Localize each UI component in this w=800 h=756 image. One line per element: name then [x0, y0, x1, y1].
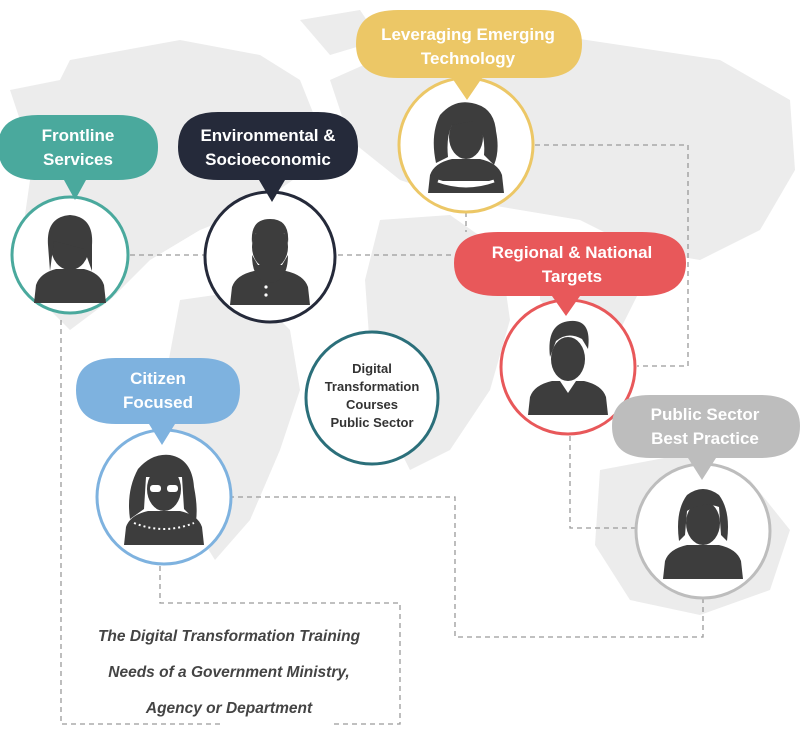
speech-bubble	[454, 232, 686, 316]
male-avatar-long-hair-icon	[34, 215, 106, 303]
bubble-label-line-2: Technology	[421, 49, 516, 68]
connector-regional-public	[569, 436, 636, 529]
persona-leveraging-emerging-technology: Leveraging Emerging Technology	[356, 10, 582, 214]
caption-line-1: The Digital Transformation Training	[98, 628, 361, 645]
bubble-label-line-1: Regional & National	[492, 243, 653, 262]
bubble-label-line-1: Environmental &	[200, 126, 335, 145]
bearded-man-avatar-icon	[230, 219, 310, 305]
center-topic-ring	[304, 330, 440, 466]
speech-bubble	[356, 10, 582, 100]
woman-glasses-avatar-icon	[124, 454, 204, 545]
center-topic-line-1: Digital	[352, 361, 392, 376]
center-topic-line-3: Courses	[346, 397, 398, 412]
bubble-label-line-1: Frontline	[42, 126, 115, 145]
connector-technology-right	[535, 144, 689, 367]
center-topic-line-2: Transformation	[325, 379, 420, 394]
bubble-label-line-1: Leveraging Emerging	[381, 25, 555, 44]
persona-regional-national-targets: Regional & National Targets	[454, 232, 686, 436]
center-topic: Digital Transformation Courses Public Se…	[304, 330, 440, 466]
quiff-man-avatar-icon	[528, 320, 608, 415]
bubble-label-line-1: Citizen	[130, 369, 186, 388]
woman-bob-avatar-icon	[663, 489, 743, 579]
persona-public-sector-best-practice: Public Sector Best Practice	[612, 395, 800, 600]
speech-bubble	[0, 115, 158, 200]
persona-environmental-socioeconomic: Environmental & Socioeconomic	[178, 112, 358, 324]
curly-hair-woman-avatar-icon	[428, 102, 504, 193]
persona-citizen-focused: Citizen Focused	[76, 358, 240, 566]
bubble-label-line-2: Best Practice	[651, 429, 759, 448]
persona-frontline-services: Frontline Services	[0, 115, 158, 315]
diagram-caption: The Digital Transformation Training Need…	[98, 628, 361, 717]
speech-bubble	[76, 358, 240, 445]
bubble-label-line-2: Focused	[123, 393, 193, 412]
caption-line-3: Agency or Department	[145, 700, 313, 717]
bubble-label-line-2: Services	[43, 150, 113, 169]
bubble-label-line-2: Socioeconomic	[205, 150, 331, 169]
center-topic-line-4: Public Sector	[330, 415, 413, 430]
caption-line-2: Needs of a Government Ministry,	[108, 664, 349, 681]
speech-bubble	[612, 395, 800, 480]
bubble-label-line-2: Targets	[542, 267, 602, 286]
speech-bubble	[178, 112, 358, 202]
bubble-label-line-1: Public Sector	[651, 405, 760, 424]
dashed-connectors	[60, 144, 704, 725]
